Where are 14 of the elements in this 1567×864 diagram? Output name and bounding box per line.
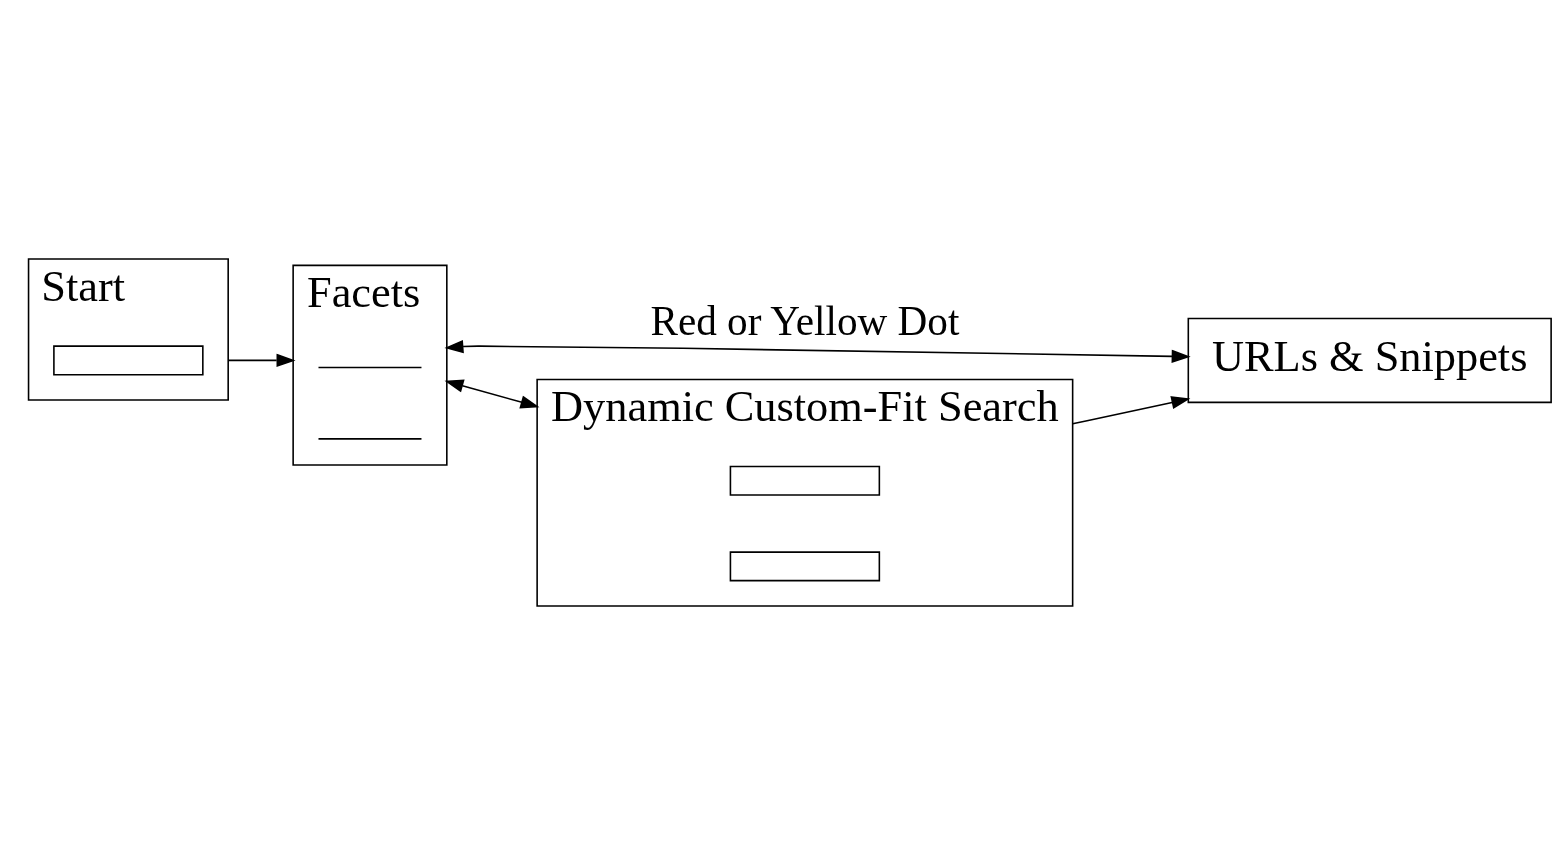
- arrow: [1071, 395, 1191, 425]
- node-box: [53, 344, 204, 375]
- arrow: [444, 339, 1191, 363]
- arrow: [444, 378, 540, 409]
- edge-label: Red or Yellow Dot: [650, 297, 960, 344]
- cluster: Facets: [292, 264, 448, 466]
- arrow: [227, 353, 296, 367]
- cluster: Start: [27, 257, 229, 401]
- node-box: [729, 465, 881, 496]
- node-line: [317, 437, 423, 440]
- node-box: [729, 550, 881, 581]
- node-box: URLs & Snippets: [1187, 317, 1552, 403]
- cluster: Dynamic Custom-Fit Search: [536, 378, 1074, 607]
- node-line: [317, 366, 423, 368]
